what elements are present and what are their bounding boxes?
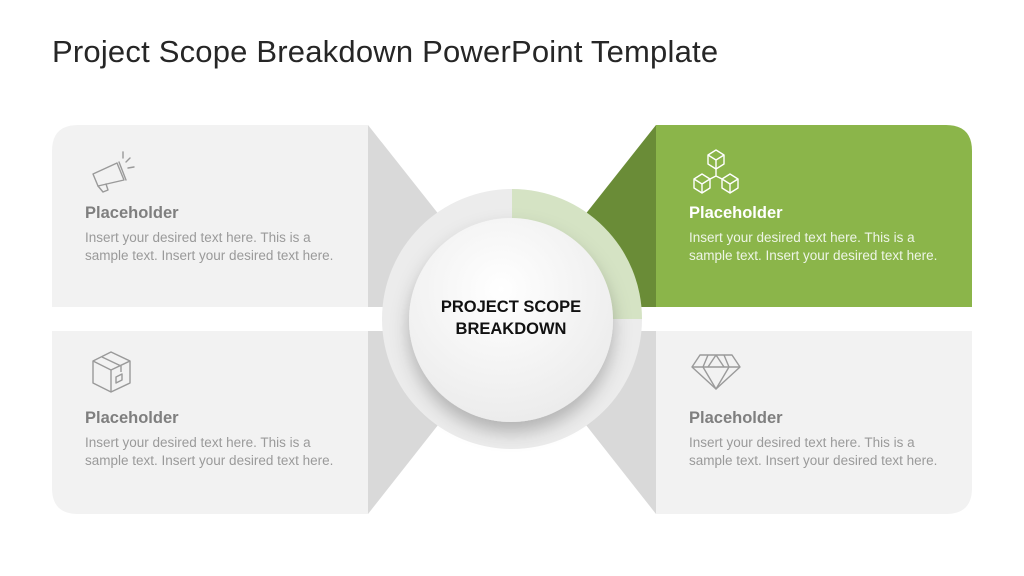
card-top-right-text: Placeholder Insert your desired text her… (689, 204, 954, 265)
card-top-right-body: Insert your desired text here. This is a… (689, 230, 938, 263)
card-top-left-title: Placeholder (85, 204, 179, 222)
card-bottom-left-text: Placeholder Insert your desired text her… (85, 409, 350, 470)
card-bottom-right-title: Placeholder (689, 409, 783, 427)
card-bottom-left-title: Placeholder (85, 409, 179, 427)
megaphone-icon (92, 151, 135, 193)
card-bottom-left (52, 331, 368, 514)
card-bottom-left-body: Insert your desired text here. This is a… (85, 435, 334, 468)
card-top-right (656, 125, 972, 307)
card-bottom-right-text: Placeholder Insert your desired text her… (689, 409, 954, 470)
card-top-left (52, 125, 368, 307)
slide-title: Project Scope Breakdown PowerPoint Templ… (52, 34, 719, 69)
card-bottom-right-body: Insert your desired text here. This is a… (689, 435, 938, 468)
center-label: PROJECT SCOPE BREAKDOWN (411, 296, 611, 340)
diamond-icon (691, 354, 741, 390)
card-top-left-text: Placeholder Insert your desired text her… (85, 204, 350, 265)
card-top-right-title: Placeholder (689, 204, 783, 222)
box-icon (92, 351, 131, 393)
center-label-line1: PROJECT SCOPE (440, 298, 582, 316)
center-label-line2: BREAKDOWN (455, 320, 567, 338)
center-circle (409, 218, 613, 422)
card-bottom-right (656, 331, 972, 514)
cubes-icon (693, 149, 739, 194)
card-top-left-body: Insert your desired text here. This is a… (85, 230, 334, 263)
